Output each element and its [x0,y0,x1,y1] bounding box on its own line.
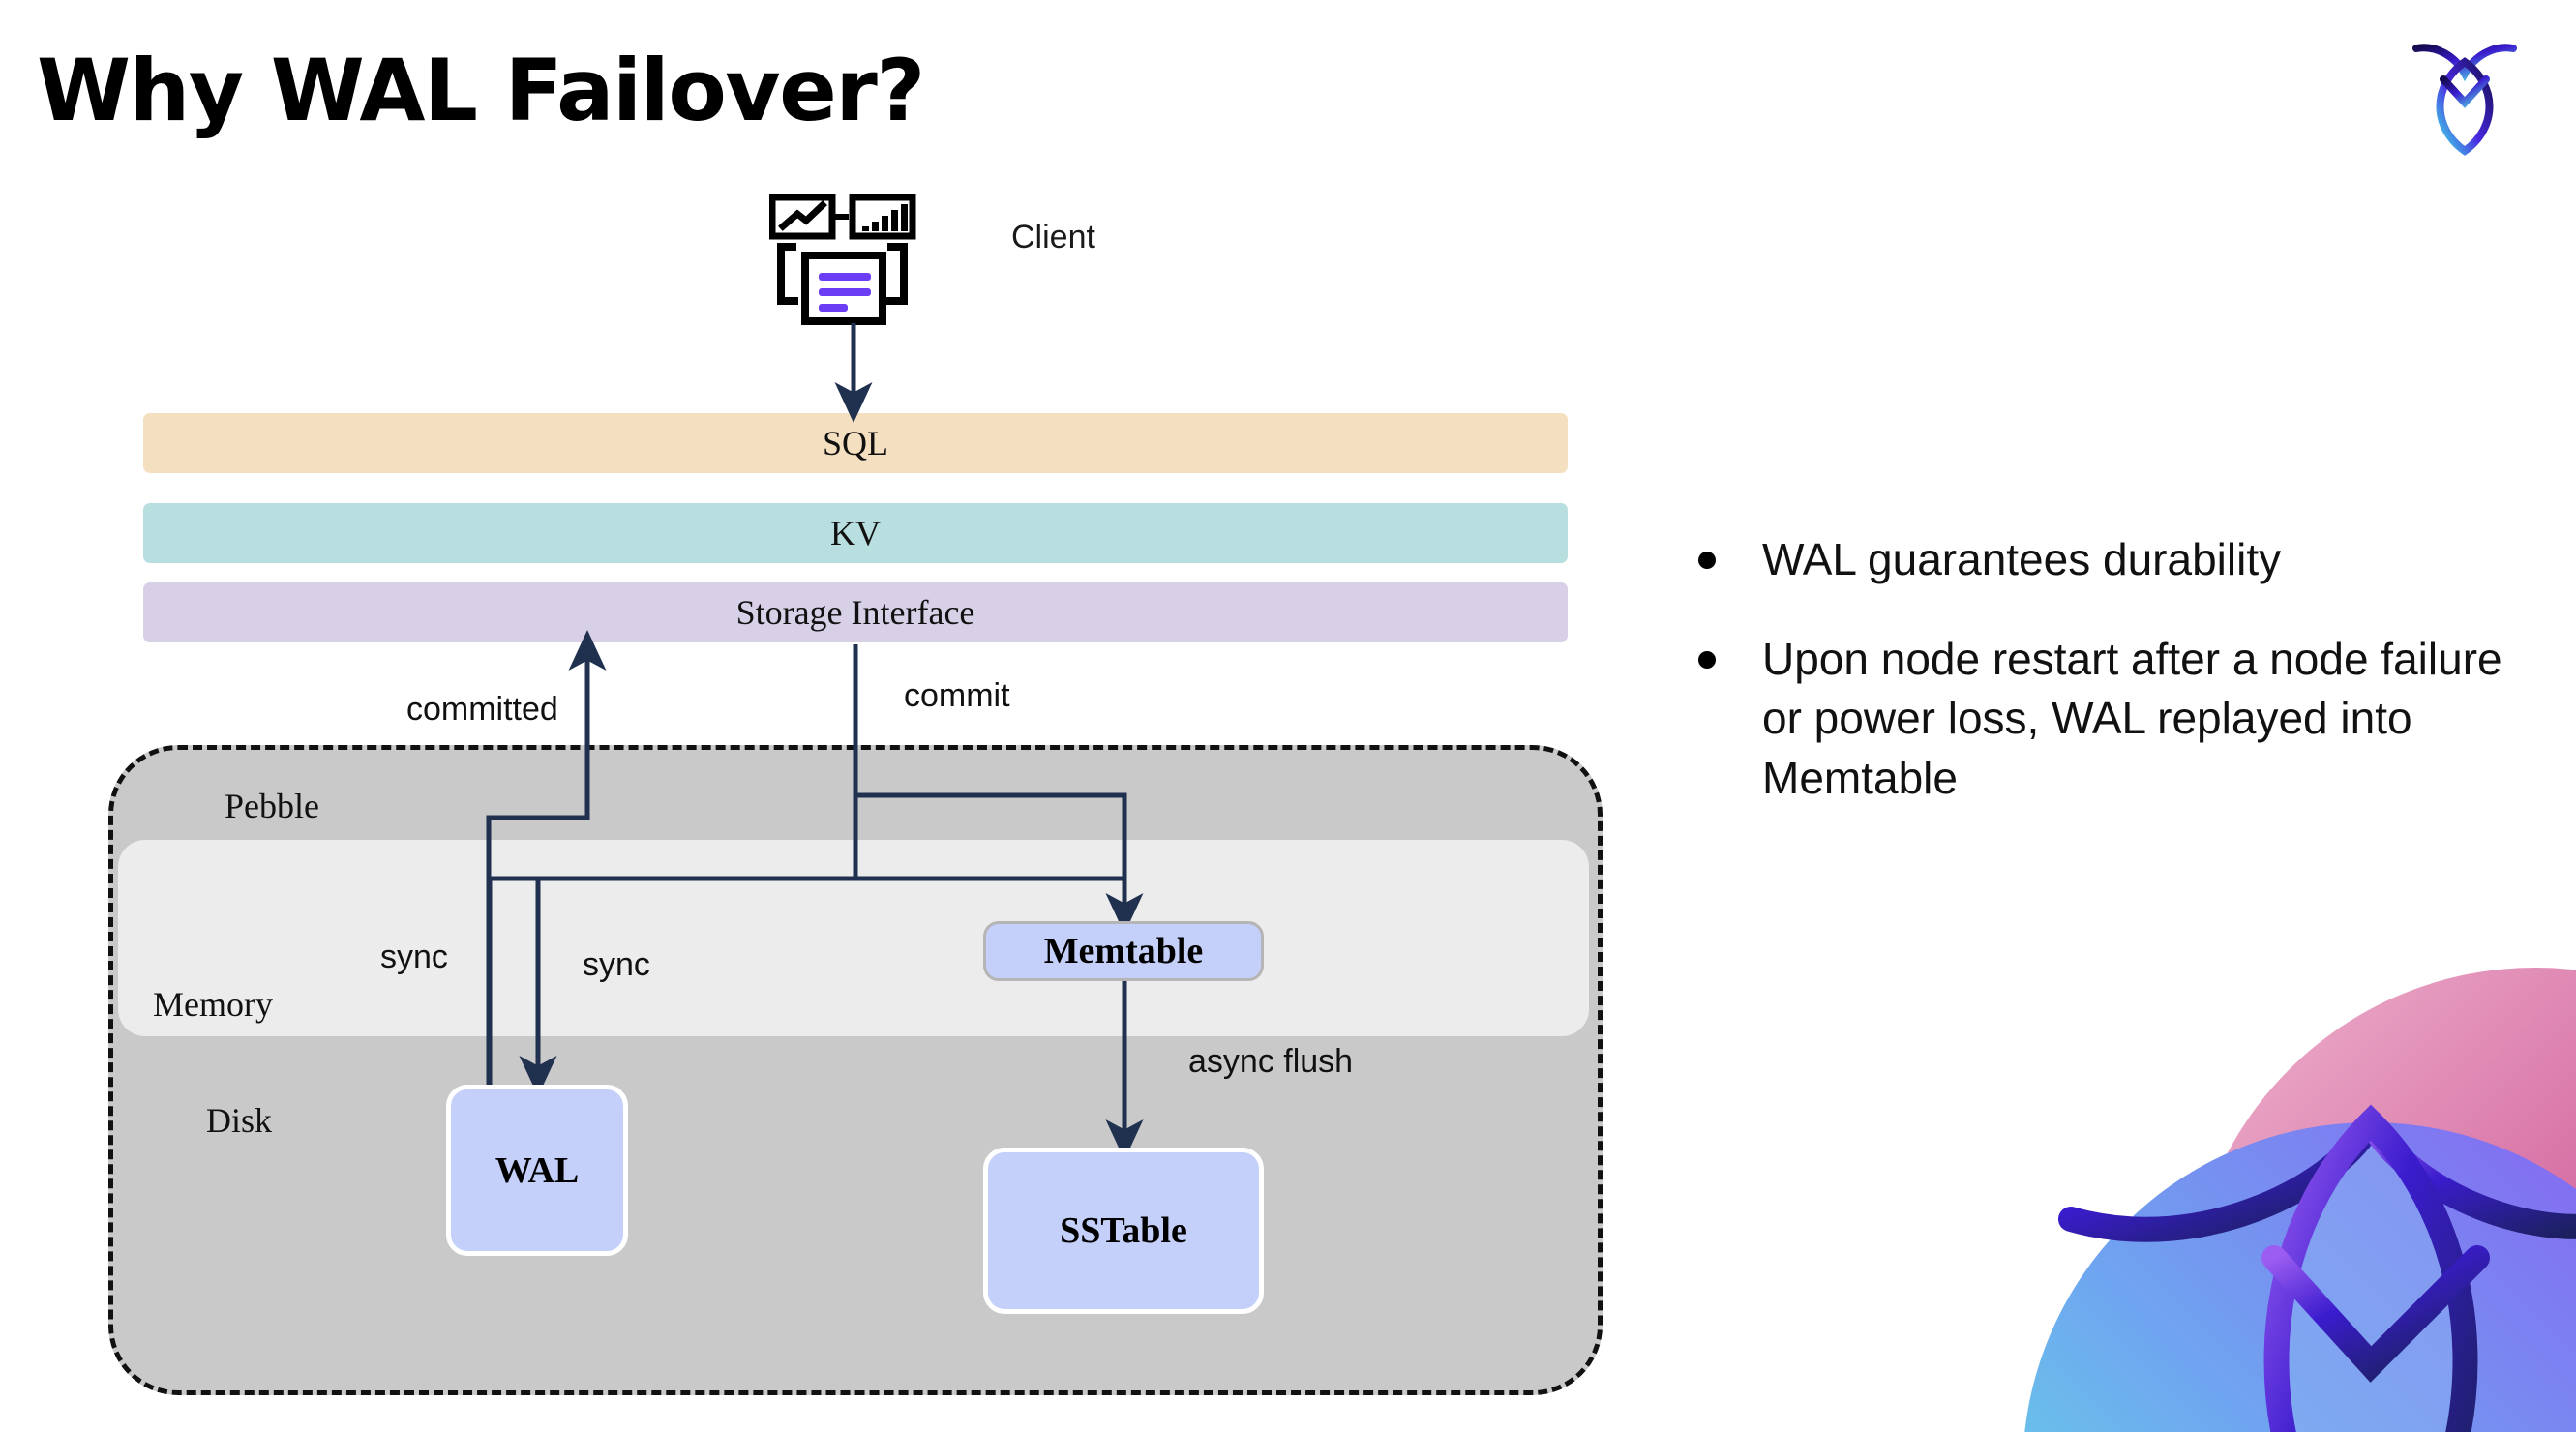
edge-label-commit: commit [904,677,1010,714]
layer-bar-storage-interface: Storage Interface [143,582,1568,642]
edge-label-sync-right: sync [583,946,650,983]
memory-label: Memory [153,985,273,1024]
edge-label-sync-left: sync [380,939,448,975]
layer-bar-sql: SQL [143,413,1568,473]
cockroachdb-logo [2407,31,2523,159]
disk-label: Disk [206,1101,273,1140]
layer-bar-kv-label: KV [830,514,881,552]
node-sstable-label: SSTable [1060,1210,1187,1251]
layer-bar-kv: KV [143,503,1568,563]
bullet-list: WAL guarantees durability Upon node rest… [1698,530,2550,849]
node-wal: WAL [446,1085,628,1256]
list-item: Upon node restart after a node failure o… [1698,630,2550,808]
bullet-text: WAL guarantees durability [1762,534,2282,584]
node-memtable: Memtable [983,921,1264,981]
cockroachdb-watermark [1955,929,2576,1432]
memory-container [118,840,1589,1036]
node-memtable-label: Memtable [1043,931,1204,971]
node-wal-label: WAL [494,1149,580,1191]
bullet-text: Upon node restart after a node failure o… [1762,634,2502,803]
pebble-label: Pebble [225,787,319,825]
page-title: Why WAL Failover? [37,41,925,140]
bullet-dot-icon [1698,552,1716,569]
edge-label-async-flush: async flush [1188,1043,1354,1080]
list-item: WAL guarantees durability [1698,530,2550,589]
client-dashboard-icon [768,192,924,327]
layer-bar-storage-interface-label: Storage Interface [735,593,975,632]
bullet-dot-icon [1698,651,1716,670]
node-sstable: SSTable [983,1148,1264,1314]
layer-bar-sql-label: SQL [822,424,888,462]
edge-label-committed: committed [406,691,558,728]
client-label: Client [1011,219,1095,255]
